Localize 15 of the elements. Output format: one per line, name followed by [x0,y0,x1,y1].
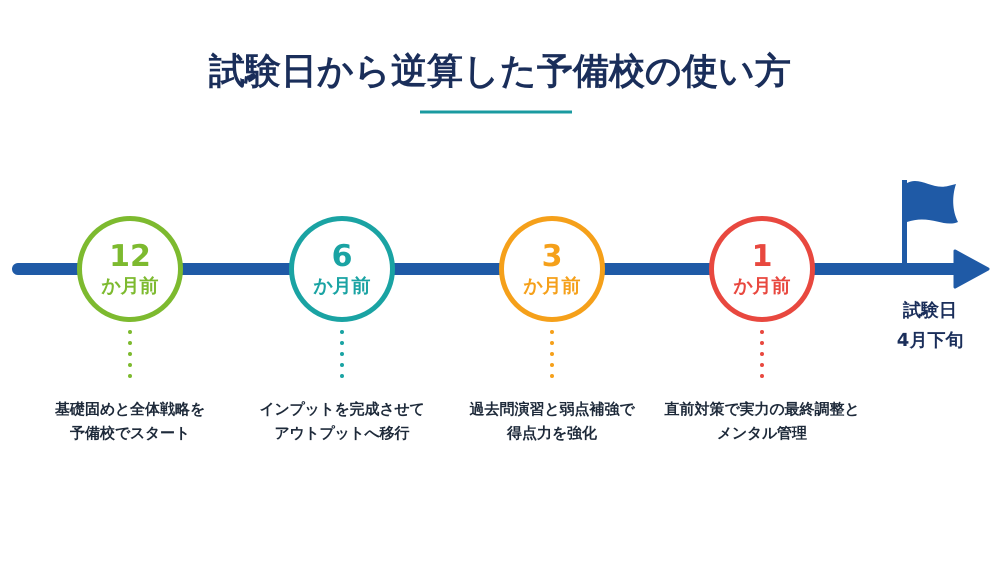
month-unit: か月前 [524,274,580,298]
month-number: 1 [752,240,772,274]
description-text: 過去問演習と弱点補強で得点力を強化 [465,397,639,445]
date-label: 4月下旬 [896,329,964,353]
month-unit: か月前 [102,274,158,298]
month-number: 3 [542,240,562,274]
month-unit: か月前 [734,274,790,298]
description-text: 直前対策で実力の最終調整とメンタル管理 [660,397,864,445]
month-unit: か月前 [314,274,370,298]
description-text: 基礎固めと全体戦略を予備校でスタート [50,397,210,445]
date-label: 試験日 [902,299,958,323]
month-number: 12 [109,240,151,274]
title: 試験日から逆算した予備校の使い方 [208,50,792,94]
description-text: インプットを完成させてアウトプットへ移行 [255,397,429,445]
month-number: 6 [332,240,352,274]
